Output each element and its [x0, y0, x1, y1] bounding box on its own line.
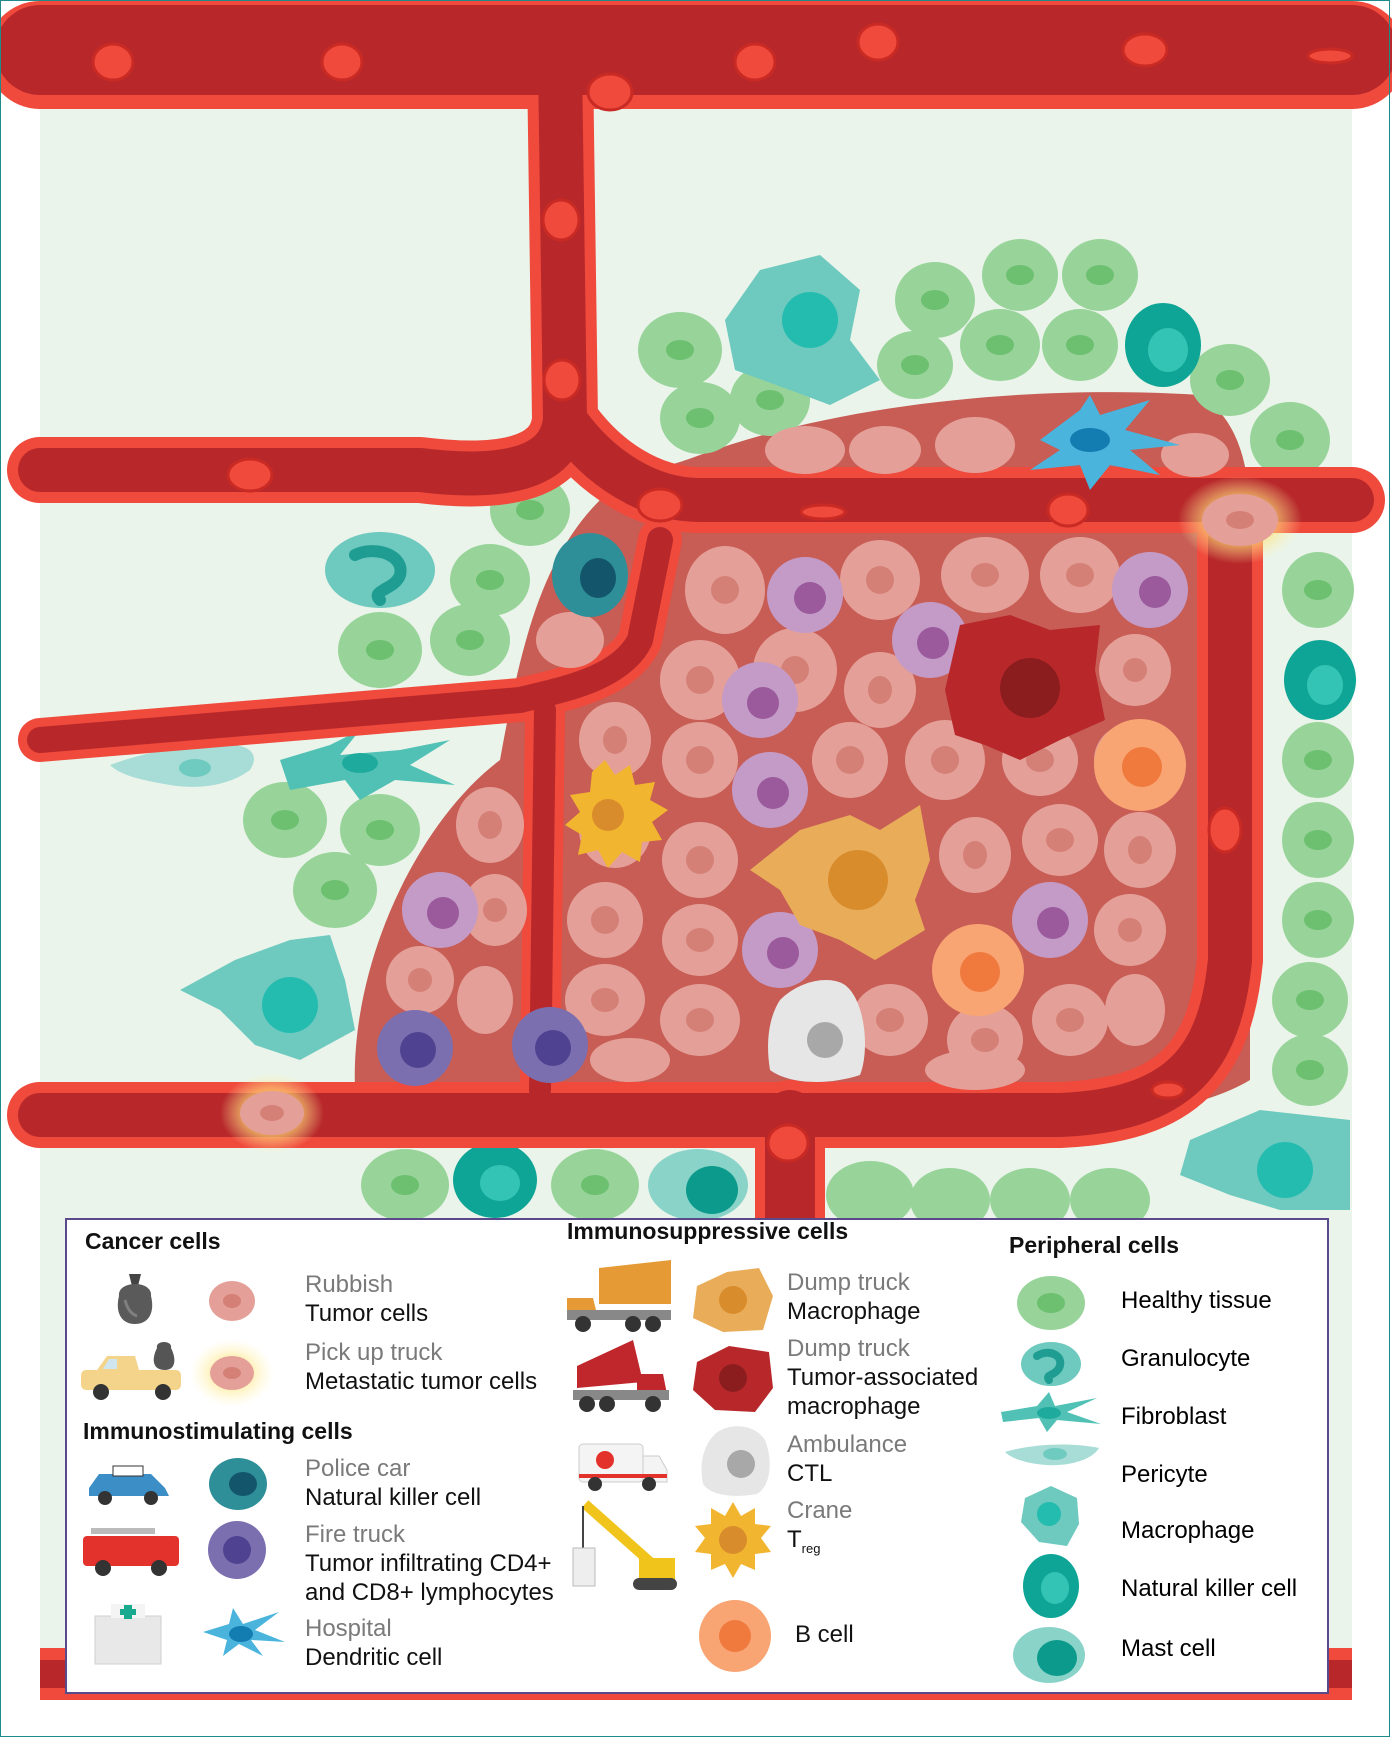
dump-truck-icon: [563, 1258, 675, 1336]
legend-mastcell-label: Mast cell: [1121, 1634, 1216, 1663]
legend-crane-label: Crane Treg: [787, 1496, 852, 1563]
fire-truck-icon: [79, 1522, 183, 1578]
legend-peripheral-title: Peripheral cells: [1009, 1232, 1179, 1259]
legend-nk-label: Natural killer cell: [1121, 1574, 1297, 1603]
legend-cancer-title: Cancer cells: [85, 1228, 221, 1255]
pickup-truck-icon: [77, 1340, 187, 1402]
legend: Cancer cells Rubbish Tumor cells Pick up…: [65, 1218, 1329, 1694]
police-car-icon: [85, 1460, 173, 1506]
crane-icon: [567, 1498, 679, 1594]
legend-hospital-label: Hospital Dendritic cell: [305, 1614, 442, 1672]
legend-pericyte-label: Pericyte: [1121, 1460, 1208, 1489]
legend-healthy-label: Healthy tissue: [1121, 1286, 1272, 1315]
nk-cell-icon: [207, 1456, 269, 1512]
legend-firetruck-label: Fire truck Tumor infiltrating CD4+ and C…: [305, 1520, 554, 1607]
legend-police-label: Police car Natural killer cell: [305, 1454, 481, 1512]
legend-immunostim-title: Immunostimulating cells: [83, 1418, 353, 1445]
treg-icon: [693, 1500, 773, 1580]
legend-fibroblast-label: Fibroblast: [1121, 1402, 1226, 1431]
legend-bcell-label: B cell: [795, 1620, 854, 1649]
granulocyte-icon: [1019, 1340, 1083, 1388]
legend-macrophage-label: Macrophage: [1121, 1516, 1254, 1545]
macrophage-peripheral-icon: [1017, 1484, 1083, 1548]
legend-dumptruck1-label: Dump truck Macrophage: [787, 1268, 920, 1326]
dump-truck-icon: [567, 1336, 671, 1414]
pericyte-icon: [1001, 1440, 1103, 1470]
mast-cell-icon: [1011, 1624, 1087, 1686]
til-cell-icon: [207, 1520, 267, 1580]
tumor-cell-icon: [207, 1280, 257, 1322]
b-cell-icon: [697, 1598, 773, 1674]
healthy-tissue-icon: [1015, 1274, 1087, 1332]
dendritic-cell-icon: [193, 1602, 289, 1658]
ambulance-icon: [575, 1438, 669, 1492]
legend-ambulance-label: Ambulance CTL: [787, 1430, 907, 1488]
nk-cell-peripheral-icon: [1021, 1552, 1081, 1620]
legend-granulocyte-label: Granulocyte: [1121, 1344, 1250, 1373]
legend-dumptruck2-label: Dump truck Tumor-associated macrophage: [787, 1334, 978, 1421]
legend-pickup-label: Pick up truck Metastatic tumor cells: [305, 1338, 537, 1396]
ctl-icon: [695, 1420, 773, 1498]
legend-rubbish-label: Rubbish Tumor cells: [305, 1270, 428, 1328]
garbage-bag-icon: [111, 1268, 159, 1328]
tam-icon: [689, 1338, 775, 1414]
hospital-icon: [91, 1602, 165, 1666]
macrophage-icon: [687, 1260, 777, 1336]
metastatic-tumor-cell-icon: [189, 1338, 275, 1408]
legend-immunosupp-title: Immunosuppressive cells: [567, 1218, 848, 1245]
fibroblast-icon: [997, 1390, 1103, 1434]
